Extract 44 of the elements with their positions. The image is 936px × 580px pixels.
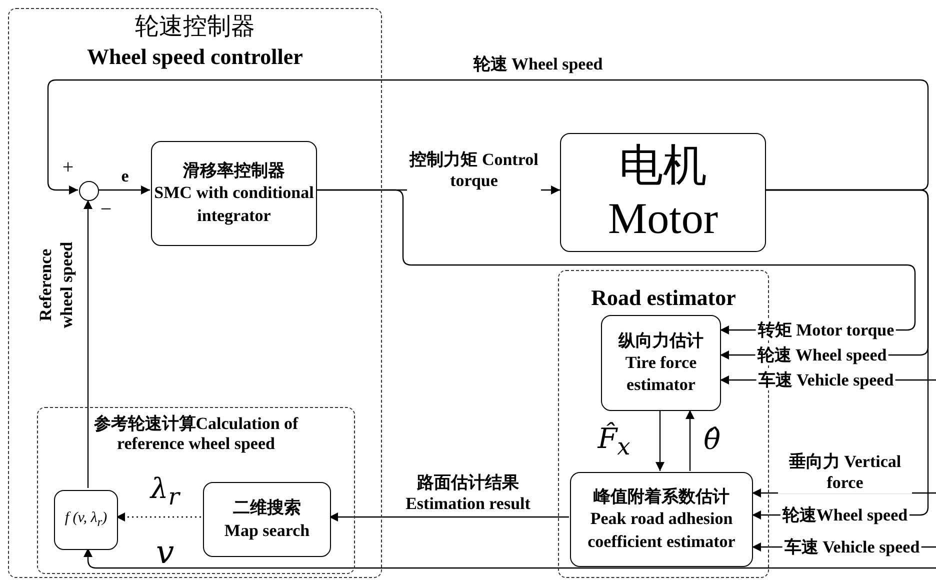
dashed-group: [37, 407, 355, 574]
edge-label: 车速 Vehicle speed: [756, 369, 896, 391]
box-text: Peak road adhesion coefficient estimator: [586, 508, 736, 553]
group-title: Road estimator: [590, 285, 737, 312]
box-text: SMC with conditional integrator: [153, 182, 315, 227]
box-text: Tire force estimator: [624, 352, 698, 396]
arrow: [686, 410, 694, 471]
edge-label: 轮速 Wheel speed: [755, 344, 889, 366]
formula: f (v, λ$_{r}$): [64, 509, 108, 531]
process-box: [601, 315, 721, 411]
function-box: [54, 490, 118, 550]
edge-label: v: [154, 536, 176, 568]
edge-label: λ$_{r}$: [148, 475, 182, 509]
box-text: 纵向力估计: [618, 330, 704, 352]
motor-box: [560, 133, 766, 252]
arrow: [98, 186, 150, 194]
edge-label: 车速 Vehicle speed: [782, 536, 922, 558]
box-text: 滑移率控制器: [183, 160, 285, 182]
arrow: [84, 548, 936, 569]
edge-label: 垂向力 Vertical force: [778, 450, 912, 494]
group-title: 轮速控制器: [134, 13, 256, 42]
process-box: [203, 482, 331, 557]
group-title: 参考轮速计算Calculation of reference wheel speed: [92, 414, 300, 455]
arrow: [329, 512, 569, 522]
edge-label: 转矩 Motor torque: [756, 319, 896, 341]
box-text: 二维搜索: [233, 497, 301, 520]
arrow: [84, 200, 92, 488]
arrow: [47, 79, 929, 194]
group-title: Wheel speed controller: [86, 44, 304, 70]
box-text: Map search: [224, 520, 310, 542]
sign-label: −: [100, 198, 112, 222]
edge-label: θ̂: [702, 426, 722, 454]
box-text: 电机: [619, 140, 707, 192]
box-text: Motor: [608, 192, 718, 244]
edge-label: 轮速Wheel speed: [780, 504, 910, 526]
process-box: [570, 472, 753, 567]
edge-label: 轮速 Wheel speed: [471, 53, 605, 75]
process-box: [151, 141, 317, 246]
sign-label: +: [62, 156, 74, 180]
box-text: 峰值附着系数估计: [594, 486, 730, 508]
summing-junction: [79, 181, 99, 201]
edge-label: 控制力矩 Control torque: [407, 148, 541, 192]
arrow: [656, 410, 664, 471]
dotted-arrow: [116, 512, 201, 522]
